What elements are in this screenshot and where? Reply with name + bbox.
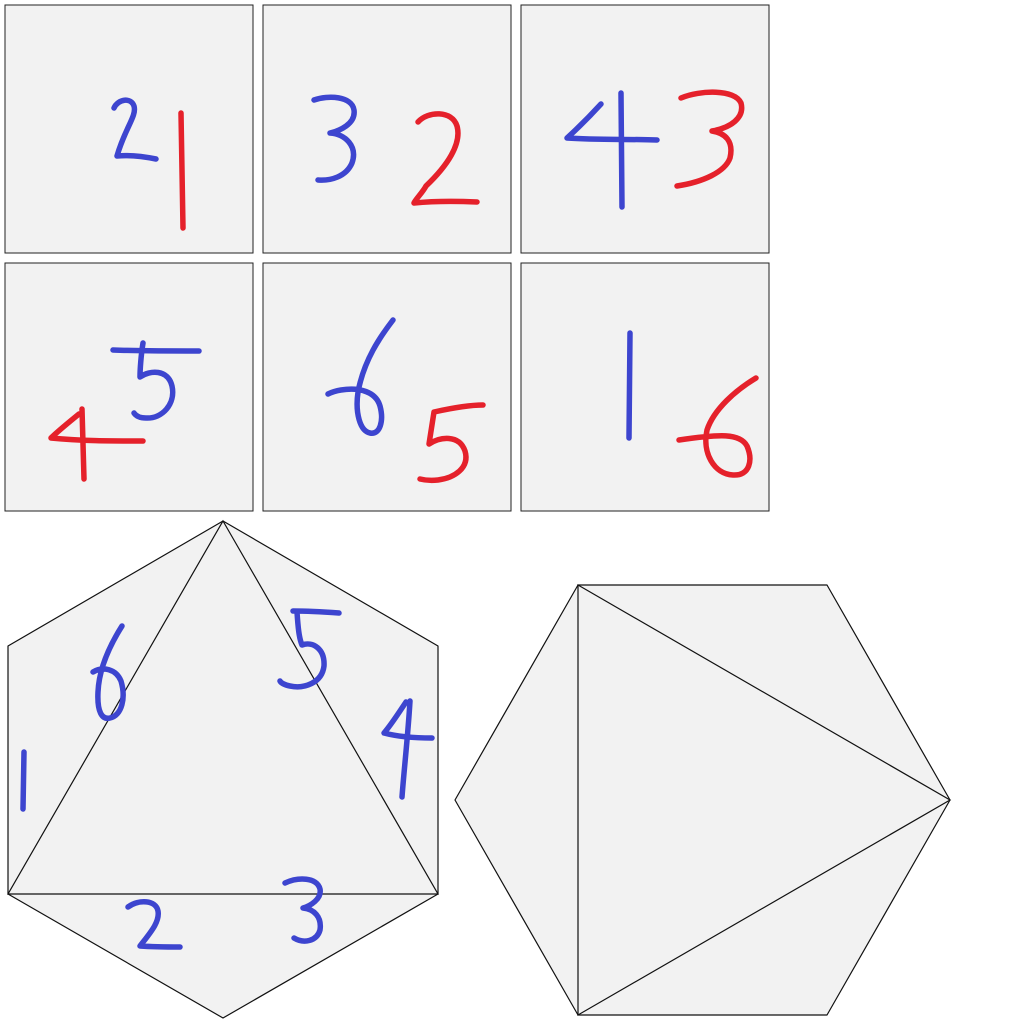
hexagon-left-outline — [7, 520, 439, 1019]
hexagon-left-label-1 — [20, 749, 27, 812]
panel-4-red-digit-stroke-a — [48, 411, 146, 444]
hexagon-left-label-4-b — [399, 698, 413, 800]
panel-5-blue-digit — [325, 317, 396, 436]
hexagon-right — [454, 583, 952, 1017]
hexagon-left-label-5-body — [277, 609, 327, 690]
panel-6-background — [520, 262, 770, 512]
hexagon-left-inscribed-triangle — [6, 519, 440, 895]
panel-2-red-digit — [411, 111, 480, 206]
panel-1-red-digit — [178, 110, 186, 231]
panel-6-blue-digit — [626, 330, 633, 441]
panel-2: 3 2 — [262, 4, 512, 254]
hexagon-left: 6 5 4 1 2 3 — [6, 519, 440, 1019]
hexagon-left-label-2 — [125, 899, 183, 950]
panel-5-background — [262, 262, 512, 512]
panel-1: 2 1 — [4, 4, 254, 254]
panel-4-background — [4, 262, 254, 512]
panel-3-red-digit — [674, 89, 745, 189]
panel-2-background — [262, 4, 512, 254]
hexagon-left-label-3 — [282, 876, 324, 944]
panel-6-red-digit — [676, 375, 759, 478]
panel-2-blue-digit — [311, 94, 357, 183]
hexagon-right-outline — [454, 584, 951, 1016]
hexagon-right-inscribed-triangle — [577, 583, 952, 1017]
panel-4: 5 4 — [4, 262, 254, 512]
panel-3-blue-digit-stroke-a — [564, 101, 660, 143]
panel-5-red-digit — [417, 402, 486, 484]
panel-3-blue-digit-stroke-b — [618, 90, 625, 210]
panel-6: 1 6 — [520, 262, 770, 512]
panel-5: 6 5 — [262, 262, 512, 512]
panel-4-blue-digit-body — [131, 340, 176, 421]
panel-4-blue-digit-bar — [110, 347, 202, 354]
hexagon-left-label-4-a — [381, 699, 435, 741]
panel-1-blue-digit — [111, 97, 159, 162]
panel-grid: 2 1 3 2 4 3 5 4 — [4, 4, 770, 512]
panel-3-background — [520, 4, 770, 254]
panel-3: 4 3 — [520, 4, 770, 254]
panel-4-red-digit-stroke-b — [79, 406, 87, 482]
hexagon-left-label-5-bar — [290, 608, 342, 616]
hexagon-left-label-6 — [90, 623, 126, 722]
